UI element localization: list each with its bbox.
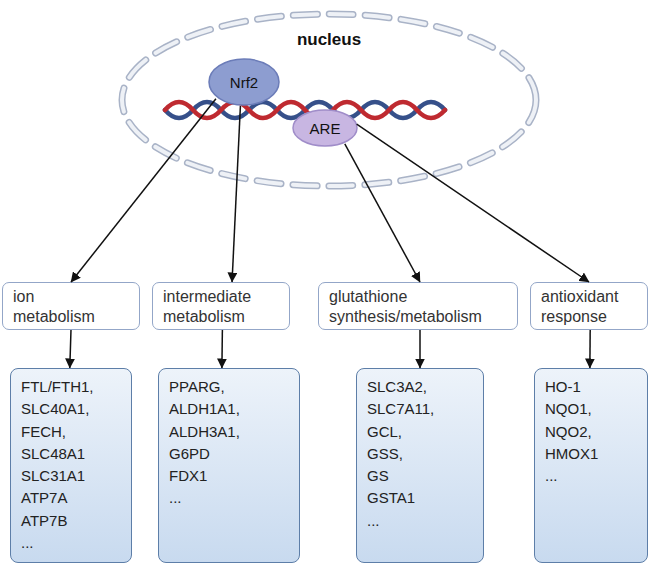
gene-name: ... bbox=[367, 510, 473, 532]
ellipse-fill bbox=[293, 110, 357, 146]
gene-name: GSTA1 bbox=[367, 487, 473, 509]
gene-list-box: FTL/FTH1,SLC40A1,FECH,SLC48A1SLC31A1ATP7… bbox=[10, 368, 132, 563]
gene-name: ALDH3A1, bbox=[169, 421, 289, 443]
gene-name: ATP7B bbox=[21, 510, 121, 532]
gene-name: ... bbox=[545, 465, 637, 487]
gene-name: HMOX1 bbox=[545, 443, 637, 465]
gene-name: ALDH1A1, bbox=[169, 398, 289, 420]
gene-name: FDX1 bbox=[169, 465, 289, 487]
gene-name: FECH, bbox=[21, 421, 121, 443]
element-ellipse: ARE bbox=[292, 109, 358, 147]
gene-name: GS bbox=[367, 465, 473, 487]
gene-name: SLC3A2, bbox=[367, 376, 473, 398]
arrow-connector bbox=[232, 106, 240, 282]
category-label: ion metabolism bbox=[13, 287, 113, 327]
nucleus-membrane bbox=[122, 14, 536, 186]
category-box: ion metabolism bbox=[2, 282, 140, 330]
element-label: ARE bbox=[310, 120, 341, 137]
category-label: glutathione synthesis/metabolism bbox=[329, 287, 507, 327]
ellipse-fill bbox=[209, 59, 279, 105]
category-label: antioxidant response bbox=[541, 287, 637, 327]
gene-name: ... bbox=[21, 532, 121, 554]
gene-name: G6PD bbox=[169, 443, 289, 465]
gene-list-box: PPARG,ALDH1A1,ALDH3A1,G6PDFDX1... bbox=[158, 368, 300, 563]
category-label: intermediate metabolism bbox=[163, 287, 279, 327]
gene-list-box: SLC3A2,SLC7A11,GCL,GSS,GSGSTA1... bbox=[356, 368, 484, 563]
gene-name: SLC40A1, bbox=[21, 398, 121, 420]
arrow-connector bbox=[71, 99, 216, 282]
gene-name: ATP7A bbox=[21, 487, 121, 509]
protein-ellipse: Nrf2 bbox=[208, 58, 280, 106]
category-box: intermediate metabolism bbox=[152, 282, 290, 330]
text-holder: Nrf2 bbox=[208, 58, 280, 106]
gene-name: ... bbox=[169, 487, 289, 509]
arrow-connector bbox=[70, 330, 71, 368]
text-holder: ARE bbox=[292, 109, 358, 147]
arrow-connector bbox=[357, 124, 589, 282]
gene-name: HO-1 bbox=[545, 376, 637, 398]
nucleus-label: nucleus bbox=[297, 30, 361, 50]
arrow-connector bbox=[589, 330, 591, 368]
gene-name: SLC7A11, bbox=[367, 398, 473, 420]
gene-name: PPARG, bbox=[169, 376, 289, 398]
nucleus-ellipse: nucleusNrf2ARE bbox=[118, 10, 540, 190]
gene-name: GCL, bbox=[367, 421, 473, 443]
gene-name: NQO1, bbox=[545, 398, 637, 420]
arrow-connector bbox=[345, 144, 420, 282]
gene-name: SLC31A1 bbox=[21, 465, 121, 487]
category-box: glutathione synthesis/metabolism bbox=[318, 282, 518, 330]
gene-list-box: HO-1NQO1,NQO2,HMOX1... bbox=[534, 368, 648, 563]
text-holder: nucleus bbox=[118, 10, 540, 190]
gene-name: GSS, bbox=[367, 443, 473, 465]
category-box: antioxidant response bbox=[530, 282, 648, 330]
gene-name: SLC48A1 bbox=[21, 443, 121, 465]
gene-name: FTL/FTH1, bbox=[21, 376, 121, 398]
arrow-connector bbox=[221, 330, 223, 368]
protein-label: Nrf2 bbox=[230, 74, 258, 91]
nucleus-membrane-inner bbox=[122, 14, 536, 186]
gene-name: NQO2, bbox=[545, 421, 637, 443]
arrow-connector bbox=[419, 330, 421, 368]
